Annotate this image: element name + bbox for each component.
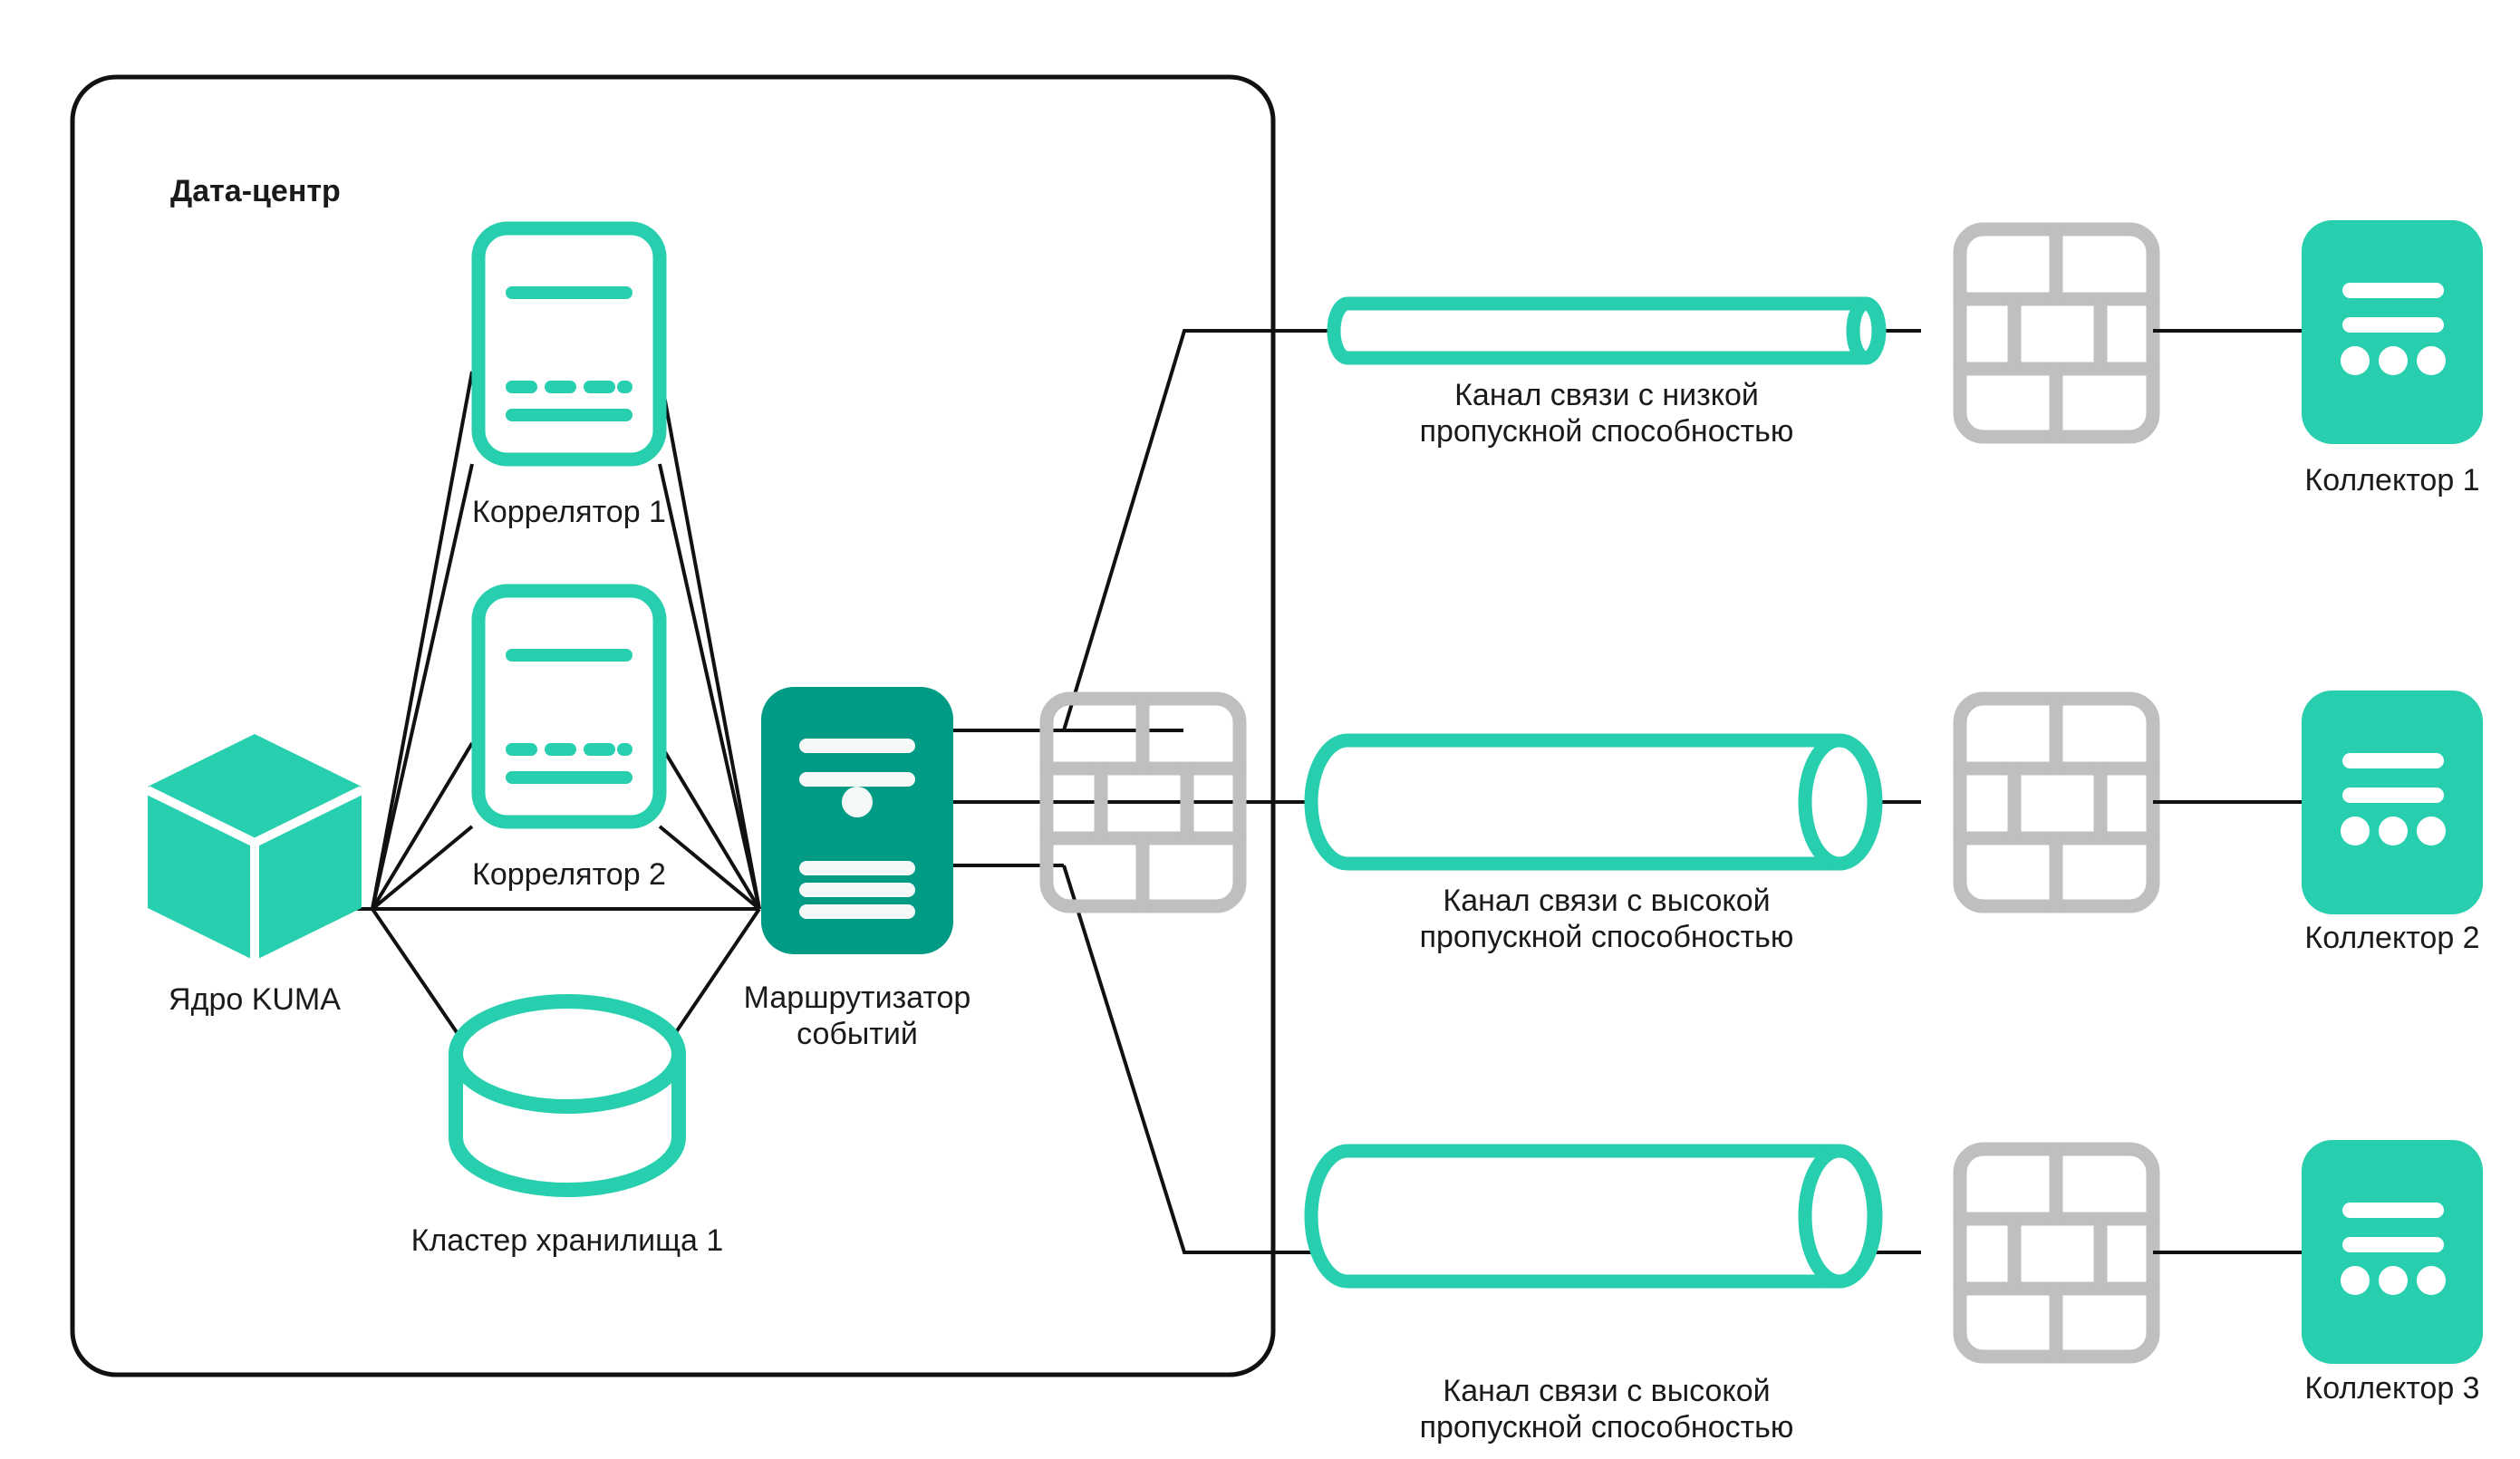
brick-wall-icon (1953, 222, 2160, 444)
server-icon (761, 687, 953, 954)
brick-wall-icon (1953, 1142, 2160, 1364)
correlator-1-node[interactable]: Коррелятор 1 (471, 221, 667, 529)
thin-pipe-icon (1327, 296, 1887, 365)
collector-icon (2302, 691, 2483, 914)
collector-1-label: Коллектор 1 (2304, 463, 2479, 498)
kuma-core-node[interactable]: Ядро KUMA (145, 734, 364, 1017)
cube-icon (145, 734, 364, 961)
collector-icon (2302, 220, 2483, 444)
firewall-collector-3[interactable] (1953, 1142, 2160, 1364)
channel-high-2-label-line2: пропускной способностью (1420, 1410, 1794, 1445)
event-router-label-line1: Маршрутизатор (744, 981, 971, 1015)
datacenter-title: Дата-центр (170, 174, 341, 208)
channel-low-label-line2: пропускной способностью (1420, 414, 1794, 449)
correlator-1-label: Коррелятор 1 (472, 495, 666, 529)
storage-cluster-1-node[interactable]: Кластер хранилища 1 (411, 994, 724, 1258)
channel-high-1-label-line1: Канал связи с высокой (1443, 884, 1770, 918)
correlator-icon (471, 584, 667, 829)
channel-high-bandwidth-1[interactable]: Канал связи с высокой пропускной способн… (1304, 733, 1883, 954)
channel-high-bandwidth-2[interactable]: Канал связи с высокой пропускной способн… (1304, 1144, 1883, 1445)
wide-pipe-icon (1304, 733, 1883, 871)
firewall-collector-2[interactable] (1953, 691, 2160, 913)
brick-wall-icon (1039, 691, 1247, 913)
collector-3-node[interactable]: Коллектор 3 (2302, 1140, 2483, 1406)
firewall-to-collector-lines (2153, 329, 2302, 1254)
collector-icon (2302, 1140, 2483, 1364)
database-cylinder-icon (449, 994, 686, 1197)
channel-high-1-label-line2: пропускной способностью (1420, 920, 1794, 954)
collector-1-node[interactable]: Коллектор 1 (2302, 220, 2483, 498)
collector-2-label: Коллектор 2 (2304, 921, 2479, 955)
collector-2-node[interactable]: Коллектор 2 (2302, 691, 2483, 955)
datacenter-boundary (70, 74, 1276, 1377)
channel-low-bandwidth[interactable]: Канал связи с низкой пропускной способно… (1327, 296, 1887, 449)
correlator-2-label: Коррелятор 2 (472, 857, 666, 892)
event-router-label-line2: событий (797, 1017, 918, 1051)
event-router-node[interactable]: Маршрутизатор событий (744, 687, 971, 1051)
wide-pipe-icon (1304, 1144, 1883, 1289)
channel-high-2-label-line1: Канал связи с высокой (1443, 1374, 1770, 1408)
correlator-icon (471, 221, 667, 467)
kuma-core-label: Ядро KUMA (169, 982, 341, 1017)
channel-low-label-line1: Канал связи с низкой (1454, 378, 1759, 412)
firewall-router[interactable] (1039, 691, 1247, 913)
collector-3-label: Коллектор 3 (2304, 1371, 2479, 1406)
storage-cluster-1-label: Кластер хранилища 1 (411, 1223, 724, 1258)
firewall-collector-1[interactable] (1953, 222, 2160, 444)
brick-wall-icon (1953, 691, 2160, 913)
correlator-2-node[interactable]: Коррелятор 2 (471, 584, 667, 892)
